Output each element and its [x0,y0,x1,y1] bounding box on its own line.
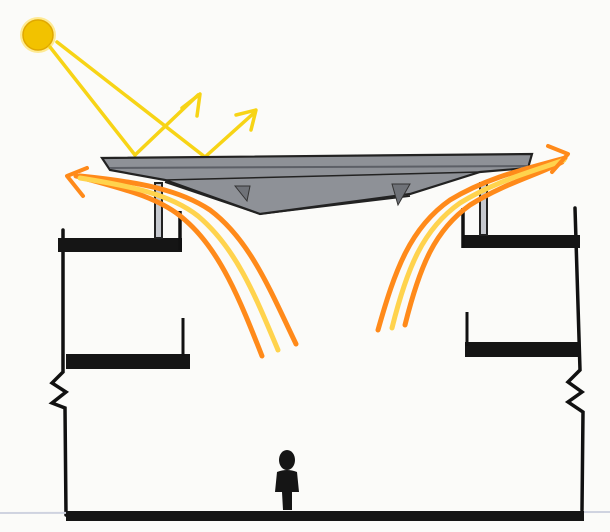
right-wall [568,208,583,510]
left-mid-floor [66,318,190,369]
right-mid-floor [465,312,580,357]
left-upper-floor [58,211,182,252]
left-wall [52,230,66,515]
person-icon [275,450,299,510]
ground-floor [0,511,610,521]
reflected-light-rays [50,42,256,157]
